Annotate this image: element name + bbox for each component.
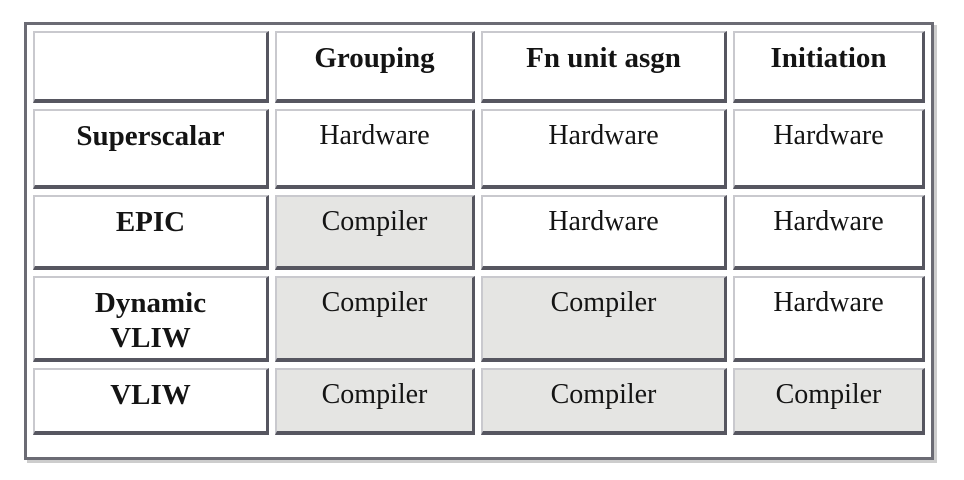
header-cell-grouping: Grouping	[275, 31, 475, 103]
cell-superscalar-grouping: Hardware	[275, 109, 475, 189]
cell-epic-initiation: Hardware	[733, 195, 925, 270]
header-row: Grouping Fn unit asgn Initiation	[33, 31, 925, 103]
cell-vliw-fn-unit-asgn: Compiler	[481, 368, 727, 435]
cell-vliw-grouping: Compiler	[275, 368, 475, 435]
cell-epic-fn-unit-asgn: Hardware	[481, 195, 727, 270]
table-frame: Grouping Fn unit asgn Initiation Supersc…	[24, 22, 934, 460]
row-label-epic: EPIC	[33, 195, 269, 270]
cell-dynamic-vliw-grouping: Compiler	[275, 276, 475, 362]
cell-superscalar-fn-unit-asgn: Hardware	[481, 109, 727, 189]
row-label-superscalar: Superscalar	[33, 109, 269, 189]
cell-dynamic-vliw-initiation: Hardware	[733, 276, 925, 362]
cell-dynamic-vliw-fn-unit-asgn: Compiler	[481, 276, 727, 362]
table-row-vliw: VLIW Compiler Compiler Compiler	[33, 368, 925, 435]
table-row-superscalar: Superscalar Hardware Hardware Hardware	[33, 109, 925, 189]
cell-epic-grouping: Compiler	[275, 195, 475, 270]
row-label-dynamic-vliw: Dynamic VLIW	[33, 276, 269, 362]
cell-vliw-initiation: Compiler	[733, 368, 925, 435]
header-cell-empty	[33, 31, 269, 103]
table-row-dynamic-vliw: Dynamic VLIW Compiler Compiler Hardware	[33, 276, 925, 362]
header-cell-initiation: Initiation	[733, 31, 925, 103]
header-cell-fn-unit-asgn: Fn unit asgn	[481, 31, 727, 103]
cell-superscalar-initiation: Hardware	[733, 109, 925, 189]
table-row-epic: EPIC Compiler Hardware Hardware	[33, 195, 925, 270]
row-label-vliw: VLIW	[33, 368, 269, 435]
processor-implementation-table: Grouping Fn unit asgn Initiation Supersc…	[27, 25, 931, 441]
